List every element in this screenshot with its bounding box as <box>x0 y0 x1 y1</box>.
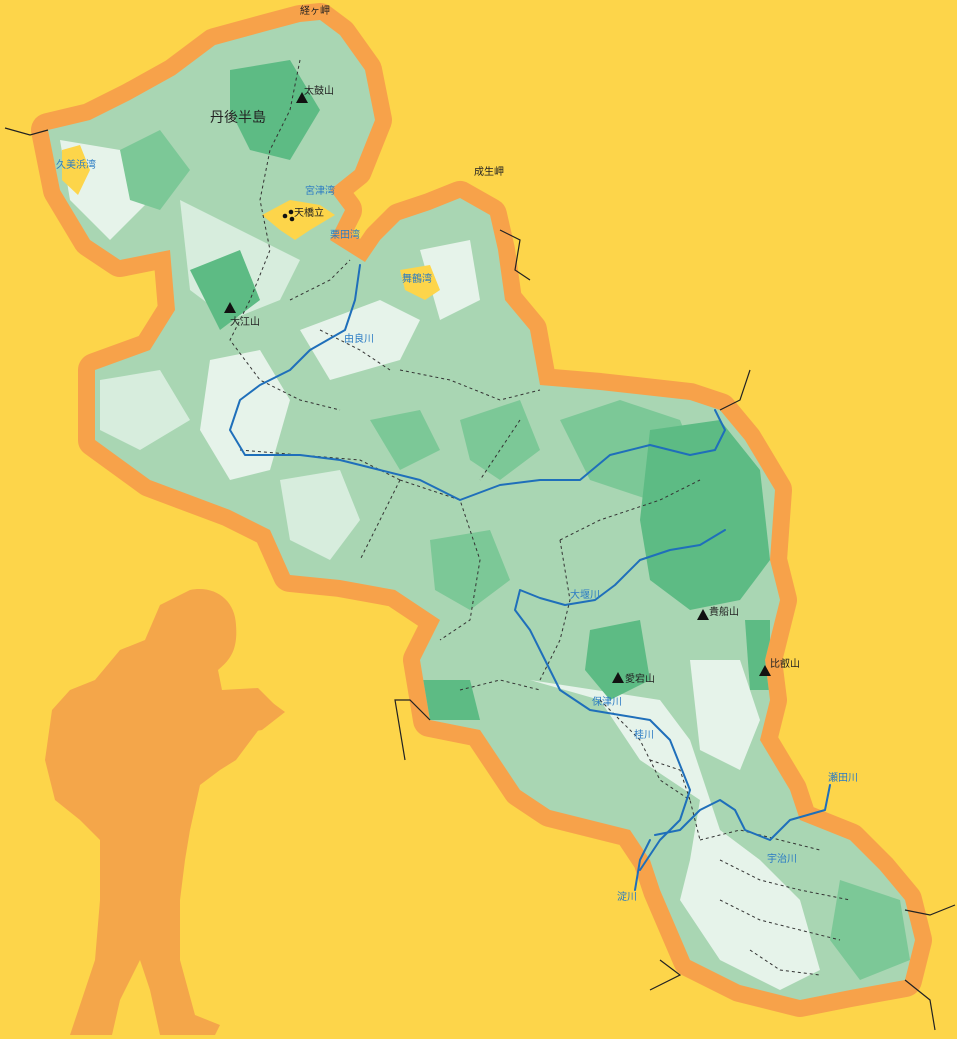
maizuru-bay-label: 舞鶴湾 <box>402 272 432 285</box>
seta-river-line <box>654 784 831 841</box>
seta-river-label: 瀬田川 <box>828 772 858 784</box>
kumihama-bay-label: 久美浜湾 <box>56 158 96 171</box>
miyazu-bay-label: 宮津湾 <box>305 184 335 197</box>
miyazu-bay-water <box>262 200 335 240</box>
amanohashidate-label: 天橋立 <box>294 206 324 219</box>
kurita-bay-label: 栗田湾 <box>330 228 360 241</box>
cape-kyogamisaki-label: 経ヶ岬 <box>300 4 330 17</box>
oi-river-line <box>514 529 726 871</box>
mountain-atago-label: 愛宕山 <box>625 672 655 685</box>
peninsula-label: 丹後半島 <box>210 110 266 126</box>
katsura-river-label: 桂川 <box>634 728 654 741</box>
mountain-hiei-label: 比叡山 <box>770 657 800 670</box>
maizuru-bay-water <box>400 265 440 300</box>
amanohashidate-marker <box>282 209 295 222</box>
mountain-kibune-label: 貴船山 <box>709 605 739 618</box>
rivers <box>229 264 831 891</box>
cape-naryumisaki-label: 成生岬 <box>474 165 504 178</box>
uji-river-label: 宇治川 <box>767 852 797 865</box>
kumihama-bay-water <box>62 145 90 195</box>
hozu-river-label: 保津川 <box>592 695 622 708</box>
mountain-oe-label: 大江山 <box>230 315 260 328</box>
external-lines <box>4 127 956 1031</box>
yodo-river-label: 淀川 <box>617 890 637 903</box>
hiker-silhouette <box>45 589 285 1035</box>
mountain-taiko-label: 太鼓山 <box>304 84 334 97</box>
mountain-markers <box>224 92 771 683</box>
yodo-river-line <box>634 839 651 891</box>
yura-river-line <box>229 264 726 501</box>
yura-river-label: 由良川 <box>344 332 374 345</box>
oi-river-label: 大堰川 <box>570 588 600 601</box>
